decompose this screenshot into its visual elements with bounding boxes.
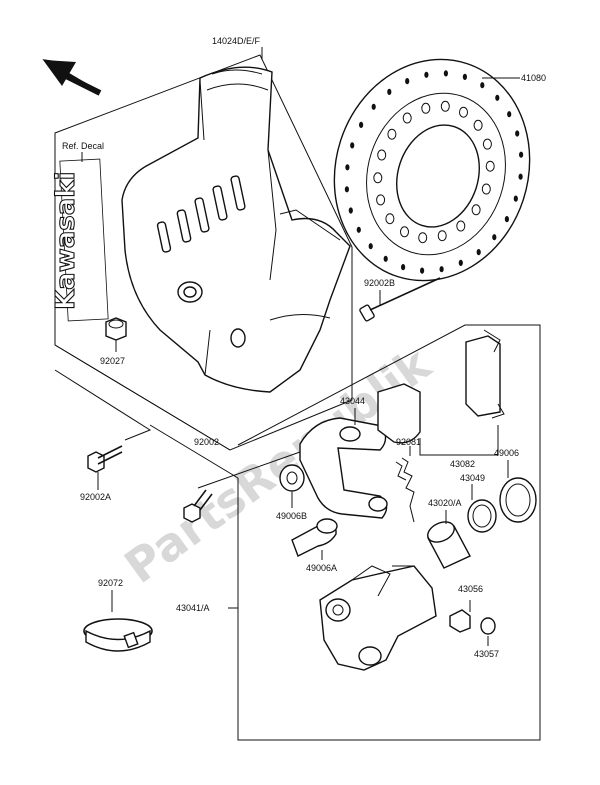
label-seal-outer: 49006	[494, 448, 519, 458]
disc-hole	[359, 121, 364, 129]
disc-hole	[482, 138, 492, 150]
disc-hole	[405, 78, 410, 85]
disc-hole	[485, 160, 495, 172]
front-arrow-icon	[42, 59, 102, 96]
disc-hole	[344, 186, 349, 193]
disc-hole	[481, 183, 491, 195]
label-caliper-bolt: 92002	[194, 437, 219, 447]
label-pin: 49006A	[306, 563, 337, 573]
disc-hole	[456, 220, 466, 232]
brake-cover-part	[121, 66, 351, 393]
disc-hole	[345, 164, 350, 171]
disc-hole	[476, 249, 481, 256]
caliper-bolt-part	[183, 489, 213, 523]
disc-hole	[471, 204, 481, 216]
disc-hole	[518, 173, 523, 180]
disc-hole	[371, 103, 376, 110]
label-cover: 14024D/E/F	[212, 36, 261, 46]
seal-outer-part	[499, 477, 537, 523]
cover-panel	[54, 54, 353, 451]
disc-hole	[387, 128, 397, 140]
disc-hole	[401, 264, 406, 271]
seal-inner-part	[467, 499, 497, 533]
cap-part	[480, 617, 496, 635]
label-band: 92072	[98, 578, 123, 588]
disc-hole	[492, 234, 497, 241]
disc-hole	[458, 259, 463, 266]
disc-hole	[495, 94, 500, 101]
disc-hole	[440, 100, 450, 112]
disc-hole	[377, 149, 387, 161]
bleeder-part	[449, 609, 471, 633]
label-disc-bolt: 92002B	[364, 278, 395, 288]
disc-hole	[418, 232, 428, 244]
boot-part	[279, 464, 305, 492]
label-caliper-assy: 43041/A	[176, 603, 210, 613]
bracket-part	[299, 417, 388, 519]
disc-hole	[368, 243, 373, 250]
disc-hole	[402, 112, 412, 124]
disc-hole	[400, 226, 409, 238]
label-boot: 49006B	[276, 511, 307, 521]
caliper-body-part	[319, 565, 437, 671]
disc-hole	[507, 111, 512, 118]
disc-hole	[459, 106, 468, 118]
label-disc: 41080	[521, 73, 546, 83]
label-pads: 43082	[450, 459, 475, 469]
label-fork-bolt: 92002A	[80, 492, 111, 502]
disc-hole	[387, 88, 392, 96]
pin-part	[291, 518, 338, 557]
disc-hole	[373, 172, 383, 184]
brake-pads-part	[377, 329, 505, 444]
label-seal-inner: 43049	[460, 473, 485, 483]
disc-hole	[504, 216, 509, 223]
disc-hole	[480, 82, 485, 89]
disc-hole	[421, 102, 431, 114]
label-ref-decal: Ref. Decal	[62, 141, 104, 151]
disc-hole	[420, 267, 425, 274]
label-collar: 92027	[100, 356, 125, 366]
disc-hole	[515, 130, 520, 137]
label-pad-spring: 92081	[396, 437, 421, 447]
pad-spring-part	[395, 457, 415, 523]
disc-hole	[462, 73, 467, 81]
disc-hole	[376, 194, 386, 206]
disc-hole	[385, 213, 395, 225]
disc-hole	[443, 70, 448, 77]
disc-hole	[513, 195, 518, 202]
disc-hole	[424, 71, 429, 78]
disc-hole	[356, 226, 361, 233]
decal-logo: Kawasaki	[50, 158, 109, 322]
disc-hole	[439, 266, 444, 273]
band-part	[83, 618, 153, 652]
label-bleeder: 43056	[458, 584, 483, 594]
disc-hole	[350, 142, 355, 149]
decal-logo-text: Kawasaki	[51, 172, 81, 310]
brake-disc-part	[333, 58, 531, 282]
fork-bolt-part	[87, 445, 123, 473]
piston-part	[427, 521, 471, 569]
label-bracket: 43044	[340, 396, 365, 406]
disc-hole	[348, 207, 353, 214]
disc-hole	[519, 151, 524, 158]
disc-hole	[473, 119, 483, 131]
disc-hole	[437, 230, 447, 242]
label-cap: 43057	[474, 649, 499, 659]
collar-part	[105, 317, 127, 341]
label-piston: 43020/A	[428, 498, 462, 508]
disc-bolt-part	[359, 277, 441, 322]
disc-hole	[383, 255, 388, 262]
